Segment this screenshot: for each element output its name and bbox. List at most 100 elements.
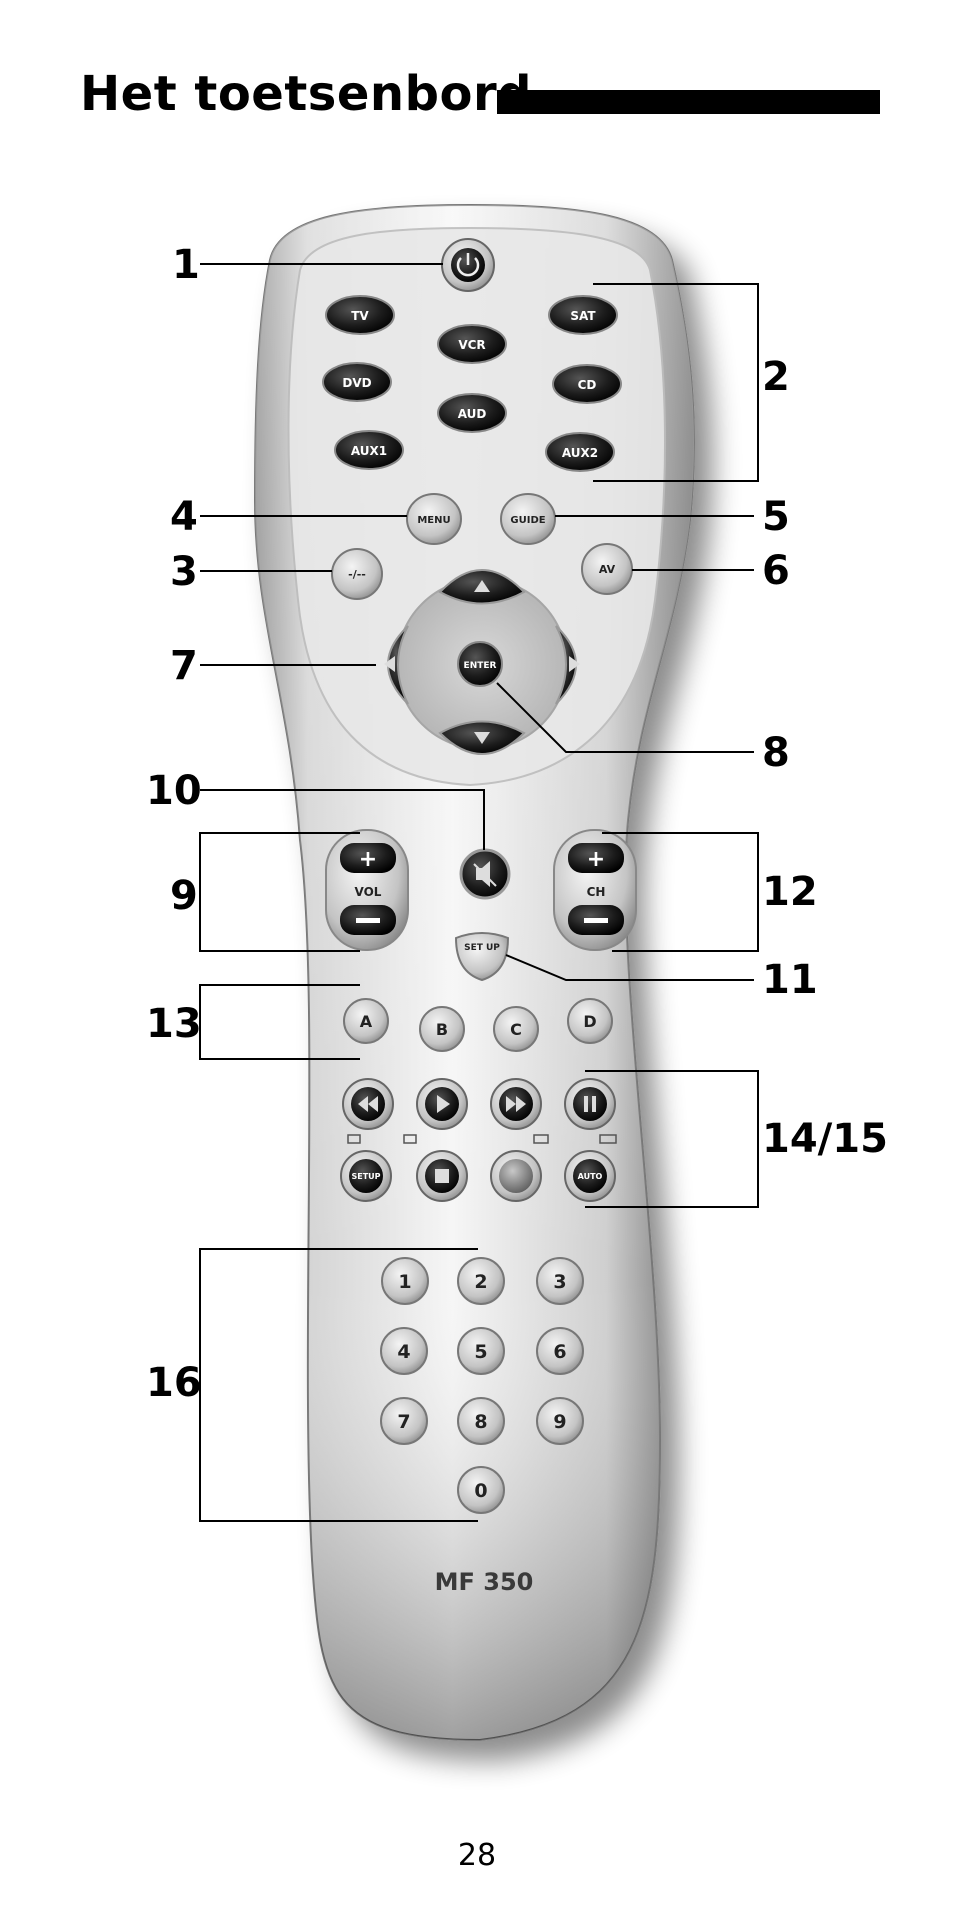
page-title: Het toetsenbord xyxy=(80,66,532,122)
channel-up-button[interactable]: + xyxy=(568,843,624,873)
callout-13: 13 xyxy=(146,1001,202,1047)
digit-3-button[interactable]: 3 xyxy=(536,1257,584,1305)
setup-button[interactable]: SET UP xyxy=(454,932,510,982)
digit-5-button[interactable]: 5 xyxy=(457,1327,505,1375)
nav-up-button[interactable] xyxy=(438,569,526,605)
stop-icon xyxy=(435,1169,449,1183)
digit-9-button[interactable]: 9 xyxy=(536,1397,584,1445)
indicator-icon xyxy=(533,1134,549,1144)
aux1-button[interactable]: AUX1 xyxy=(334,430,404,470)
aud-label: AUD xyxy=(458,407,487,421)
volume-up-button[interactable]: + xyxy=(340,843,396,873)
digit-6-label: 6 xyxy=(553,1341,566,1363)
nav-right-button[interactable] xyxy=(555,625,580,705)
minus-icon xyxy=(584,918,608,923)
auto-label: AUTO xyxy=(578,1172,603,1181)
digit-1-button[interactable]: 1 xyxy=(381,1257,429,1305)
digit-9-label: 9 xyxy=(553,1411,566,1433)
digit-7-label: 7 xyxy=(397,1411,410,1433)
vol-label: VOL xyxy=(355,885,382,899)
d-button[interactable]: D xyxy=(567,998,613,1044)
b-button[interactable]: B xyxy=(419,1006,465,1052)
enter-label: ENTER xyxy=(464,661,497,671)
guide-button[interactable]: GUIDE xyxy=(500,493,556,545)
callout-12: 12 xyxy=(762,869,818,915)
channel-down-button[interactable] xyxy=(568,905,624,935)
digit-7-button[interactable]: 7 xyxy=(380,1397,428,1445)
arrow-down-icon xyxy=(474,732,490,744)
pause-button[interactable] xyxy=(564,1078,616,1130)
record-button[interactable] xyxy=(490,1150,542,1202)
vcr-button[interactable]: VCR xyxy=(437,324,507,364)
cd-button[interactable]: CD xyxy=(552,364,622,404)
sat-label: SAT xyxy=(570,309,596,323)
play-button[interactable] xyxy=(416,1078,468,1130)
callout-lines xyxy=(199,263,759,1522)
nav-down-button[interactable] xyxy=(438,720,526,755)
callout-bracket-14-15 xyxy=(585,1070,759,1208)
callout-16: 16 xyxy=(146,1360,202,1406)
callout-11: 11 xyxy=(762,957,818,1003)
c-button[interactable]: C xyxy=(493,1006,539,1052)
auto-button[interactable]: AUTO xyxy=(564,1150,616,1202)
mute-icon xyxy=(473,861,497,887)
digit-4-label: 4 xyxy=(397,1341,410,1363)
transport-row-2: SETUP AUTO xyxy=(340,1150,616,1202)
callout-8: 8 xyxy=(762,730,790,776)
digit-0-button[interactable]: 0 xyxy=(457,1466,505,1514)
b-label: B xyxy=(436,1020,448,1039)
plus-icon: + xyxy=(587,847,605,872)
channel-rocker: + CH xyxy=(553,829,637,951)
setup-transport-button[interactable]: SETUP xyxy=(340,1150,392,1202)
menu-button[interactable]: MENU xyxy=(406,493,462,545)
digit-8-button[interactable]: 8 xyxy=(457,1397,505,1445)
sat-button[interactable]: SAT xyxy=(548,295,618,335)
digit-4-button[interactable]: 4 xyxy=(380,1327,428,1375)
model-name: MF 350 xyxy=(435,1568,534,1596)
page-number: 28 xyxy=(457,1838,497,1873)
aux2-button[interactable]: AUX2 xyxy=(545,432,615,472)
arrow-up-icon xyxy=(474,580,490,592)
callout-bracket-13 xyxy=(199,984,360,1060)
digit-2-button[interactable]: 2 xyxy=(457,1257,505,1305)
device-keys: TV VCR SAT DVD AUD CD AUX1 AUX2 xyxy=(322,295,622,472)
aux1-label: AUX1 xyxy=(351,444,387,458)
volume-rocker: + VOL xyxy=(325,829,409,951)
minus-dash-label: -/-- xyxy=(348,568,366,581)
pause-icon xyxy=(584,1096,596,1112)
tv-label: TV xyxy=(351,309,369,323)
callout-14-15: 14/15 xyxy=(762,1116,888,1162)
minus-dash-button[interactable]: -/-- xyxy=(331,548,383,600)
fast-forward-button[interactable] xyxy=(490,1078,542,1130)
dvd-label: DVD xyxy=(342,376,371,390)
enter-button[interactable]: ENTER xyxy=(457,641,503,687)
nav-left-button[interactable] xyxy=(384,625,409,705)
power-icon xyxy=(456,253,480,277)
callout-bracket-16 xyxy=(199,1248,478,1522)
a-button[interactable]: A xyxy=(343,998,389,1044)
navigation-pad: ENTER xyxy=(384,569,580,755)
stop-button[interactable] xyxy=(416,1150,468,1202)
letter-buttons: A B C D xyxy=(343,998,613,1052)
d-label: D xyxy=(583,1012,596,1031)
dvd-button[interactable]: DVD xyxy=(322,362,392,402)
digit-6-button[interactable]: 6 xyxy=(536,1327,584,1375)
rewind-button[interactable] xyxy=(342,1078,394,1130)
tv-button[interactable]: TV xyxy=(325,295,395,335)
indicator-icon xyxy=(599,1134,617,1144)
callout-2: 2 xyxy=(762,354,790,400)
arrow-right-icon xyxy=(569,656,580,672)
mute-button[interactable] xyxy=(459,848,511,900)
volume-down-button[interactable] xyxy=(340,905,396,935)
power-button[interactable] xyxy=(441,238,495,292)
aud-button[interactable]: AUD xyxy=(437,393,507,433)
callout-5: 5 xyxy=(762,494,790,540)
callout-3: 3 xyxy=(170,549,198,595)
digit-8-label: 8 xyxy=(474,1411,487,1433)
play-icon xyxy=(437,1095,450,1113)
av-button[interactable]: AV xyxy=(581,543,633,595)
callout-bracket-12 xyxy=(602,832,759,952)
callout-line-8 xyxy=(496,682,754,753)
rewind-icon xyxy=(358,1096,378,1112)
callout-bracket-9 xyxy=(199,832,360,952)
